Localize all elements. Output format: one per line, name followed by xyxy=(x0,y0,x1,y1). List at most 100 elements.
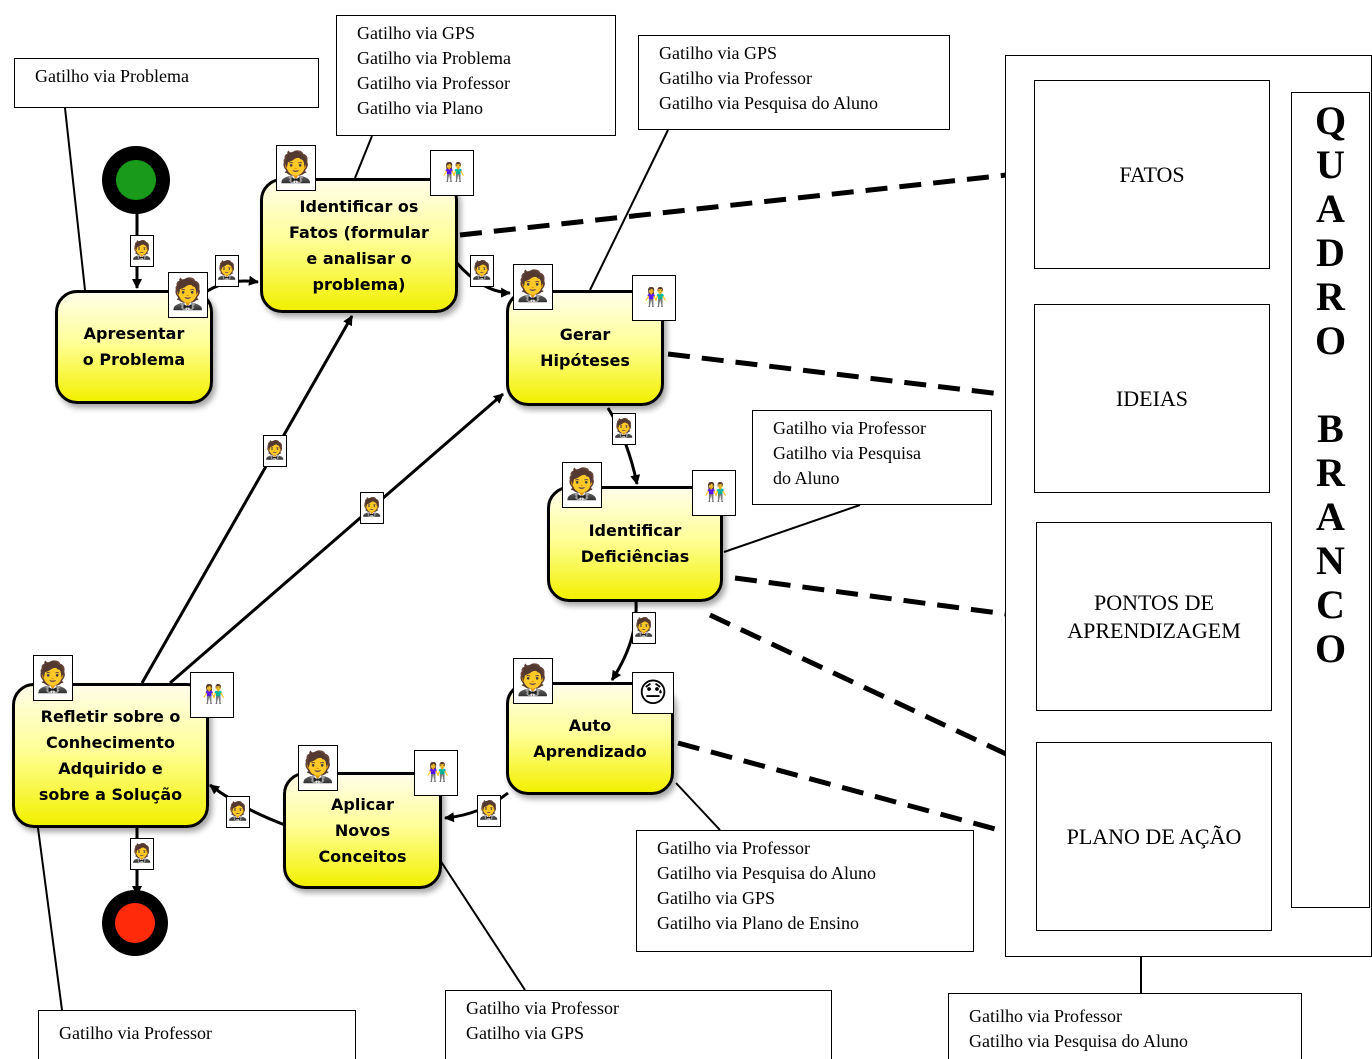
activity-label: Identificar os Fatos (formular e analisa… xyxy=(289,196,429,294)
students-glyph: 👫 xyxy=(442,162,466,183)
note-line: Gatilho via Pesquisa do Aluno xyxy=(969,1031,1188,1051)
whiteboard-title: Q U A D R O B R A N C O xyxy=(1291,92,1370,908)
teacher-icon: 🤵 xyxy=(33,655,73,701)
note-gatilho-deficiencias: Gatilho via Professor Gatilho via Pesqui… xyxy=(752,410,992,505)
teacher-glyph: 🤵 xyxy=(360,497,384,518)
note-line: Gatilho via Professor xyxy=(59,1023,212,1043)
start-node xyxy=(102,146,170,214)
dash-auto-plano xyxy=(677,740,1037,843)
note-line: Gatilho via Professor xyxy=(773,418,926,438)
students-icon: 👫 xyxy=(190,672,234,718)
teacher-icon: 🤵 xyxy=(477,795,501,827)
note-link-aplicar xyxy=(439,859,526,991)
students-glyph: 👫 xyxy=(426,762,450,783)
note-line: Gatilho via Professor xyxy=(659,68,812,88)
title-letter: O xyxy=(1314,318,1347,363)
note-line: Gatilho via Pesquisa xyxy=(773,443,921,463)
teacher-glyph: 🤵 xyxy=(299,750,337,785)
note-line: Gatilho via GPS xyxy=(659,43,778,63)
note-link-gerar xyxy=(589,129,669,291)
students-icon: 👫 xyxy=(692,470,736,516)
lane-label: IDEIAS xyxy=(1115,385,1189,411)
title-letter: N xyxy=(1316,538,1345,583)
students-icon: 👫 xyxy=(632,275,676,321)
dash-gerar-ideias xyxy=(667,351,1035,401)
activity-label: Refletir sobre o Conhecimento Adquirido … xyxy=(38,706,183,804)
students-glyph: 👫 xyxy=(644,287,668,308)
self-study-glyph: 😓 xyxy=(638,676,668,709)
note-gatilho-gerar: Gatilho via GPS Gatilho via Professor Ga… xyxy=(638,35,950,130)
title-letter: R xyxy=(1316,274,1345,319)
teacher-icon: 🤵 xyxy=(632,612,656,644)
note-link-refletir xyxy=(37,827,63,1011)
lane-label: PLANO DE AÇÃO xyxy=(1066,823,1242,849)
teacher-glyph: 🤵 xyxy=(226,801,250,822)
teacher-glyph: 🤵 xyxy=(169,277,207,312)
lane-label: PONTOS DE APRENDIZAGEM xyxy=(1067,589,1241,643)
lane-fatos: FATOS xyxy=(1034,80,1270,269)
activity-label: Gerar Hipóteses xyxy=(540,325,630,370)
teacher-glyph: 🤵 xyxy=(263,440,287,461)
note-link-auto xyxy=(675,782,721,831)
note-gatilho-identificar: Gatilho via GPS Gatilho via Problema Gat… xyxy=(336,15,616,136)
activity-refletir-conhecimento[interactable]: Refletir sobre o Conhecimento Adquirido … xyxy=(12,683,209,828)
teacher-glyph: 🤵 xyxy=(470,260,494,281)
note-gatilho-auto: Gatilho via Professor Gatilho via Pesqui… xyxy=(636,830,974,952)
lane-pontos-aprendizagem: PONTOS DE APRENDIZAGEM xyxy=(1036,522,1272,711)
note-line: Gatilho via Pesquisa do Aluno xyxy=(657,863,876,883)
note-line: Gatilho via Professor xyxy=(357,73,510,93)
start-node-core xyxy=(116,160,156,200)
note-gatilho-problema: Gatilho via Problema xyxy=(14,58,319,108)
teacher-glyph: 🤵 xyxy=(514,269,552,304)
note-line: Gatilho via GPS xyxy=(466,1023,585,1043)
teacher-icon: 🤵 xyxy=(612,413,636,445)
lane-plano-acao: PLANO DE AÇÃO xyxy=(1036,742,1272,931)
teacher-glyph: 🤵 xyxy=(477,800,501,821)
note-line: Gatilho via GPS xyxy=(657,888,776,908)
teacher-glyph: 🤵 xyxy=(130,240,154,261)
teacher-icon: 🤵 xyxy=(513,264,553,310)
note-gatilho-quadro: Gatilho via Professor Gatilho via Pesqui… xyxy=(948,993,1302,1059)
teacher-icon: 🤵 xyxy=(226,796,250,828)
end-node-core xyxy=(115,903,155,943)
title-letter: B xyxy=(1317,406,1344,451)
note-line: Gatilho via Problema xyxy=(357,48,511,68)
flow-refletir-gerar xyxy=(169,392,504,685)
teacher-icon: 🤵 xyxy=(263,435,287,467)
teacher-icon: 🤵 xyxy=(513,658,553,704)
activity-identificar-fatos[interactable]: Identificar os Fatos (formular e analisa… xyxy=(260,178,458,313)
title-letter: O xyxy=(1314,626,1347,671)
teacher-icon: 🤵 xyxy=(562,462,602,508)
students-icon: 👫 xyxy=(430,150,474,196)
teacher-icon: 🤵 xyxy=(276,145,316,191)
note-line: Gatilho via Plano de Ensino xyxy=(657,913,859,933)
title-letter: C xyxy=(1316,582,1345,627)
activity-label: Apresentar o Problema xyxy=(82,324,186,369)
title-letter: R xyxy=(1316,450,1345,495)
note-link-identificar xyxy=(354,135,373,179)
dash-deficiencias-plano xyxy=(708,612,1038,771)
teacher-glyph: 🤵 xyxy=(632,617,656,638)
note-line: Gatilho via GPS xyxy=(357,23,476,43)
note-line: Gatilho via Problema xyxy=(35,66,189,86)
teacher-glyph: 🤵 xyxy=(563,467,601,502)
activity-label: Identificar Deficiências xyxy=(580,521,690,566)
note-gatilho-refletir: Gatilho via Professor xyxy=(38,1010,356,1059)
dash-deficiencias-pontos xyxy=(734,575,1037,621)
teacher-glyph: 🤵 xyxy=(130,843,154,864)
teacher-glyph: 🤵 xyxy=(34,660,72,695)
teacher-glyph: 🤵 xyxy=(277,150,315,185)
activity-label: Aplicar Novos Conceitos xyxy=(318,794,407,866)
teacher-glyph: 🤵 xyxy=(215,260,239,281)
teacher-icon: 🤵 xyxy=(130,838,154,870)
dash-identificar-fatos xyxy=(459,169,1035,238)
title-letter xyxy=(1292,363,1369,407)
note-link-problema xyxy=(64,107,86,291)
teacher-glyph: 🤵 xyxy=(612,418,636,439)
end-node xyxy=(102,890,168,956)
teacher-icon: 🤵 xyxy=(470,255,494,287)
teacher-icon: 🤵 xyxy=(130,235,154,267)
note-line: Gatilho via Professor xyxy=(657,838,810,858)
title-letter: U xyxy=(1316,142,1345,187)
